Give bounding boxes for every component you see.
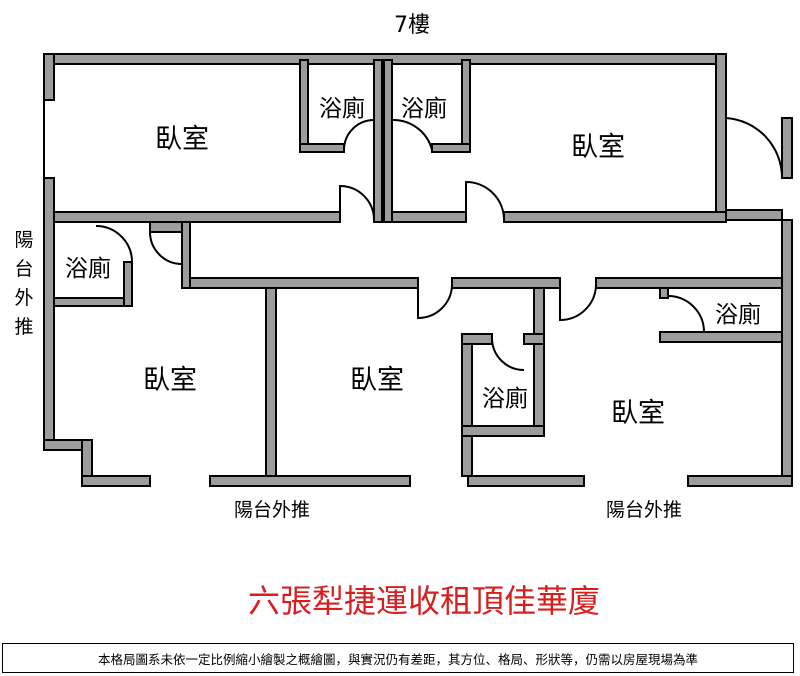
balcony-label-bottom-right: 陽台外推 <box>606 499 682 521</box>
bath-label-top-b: 浴廁 <box>401 96 447 122</box>
balcony-label-left: 陽台外推 <box>14 229 33 338</box>
disclaimer-box: 本格局圖系未依一定比例縮小繪製之概繪圖，與實況仍有差距，其方位、格局、形狀等，仍… <box>2 643 794 673</box>
balcony-label-left-char: 外 <box>14 287 33 309</box>
bedroom-label-bottom-right: 臥室 <box>611 398 665 429</box>
bedroom-label-bottom-left: 臥室 <box>143 365 197 396</box>
balcony-label-left-char: 推 <box>14 316 33 338</box>
bath-label-mid: 浴廁 <box>482 386 528 412</box>
floor-label: 7樓 <box>394 13 430 38</box>
bedroom-label-bottom-mid: 臥室 <box>350 365 404 396</box>
bedroom-label-top-right: 臥室 <box>571 132 625 163</box>
bath-label-top-a: 浴廁 <box>319 96 365 122</box>
interior-walls <box>53 59 783 477</box>
balcony-label-bottom-left: 陽台外推 <box>234 499 310 521</box>
disclaimer-text: 本格局圖系未依一定比例縮小繪製之概繪圖，與實況仍有差距，其方位、格局、形狀等，仍… <box>97 651 698 667</box>
bath-label-left: 浴廁 <box>65 256 111 282</box>
balcony-label-left-char: 陽 <box>14 229 33 251</box>
balcony-label-left-char: 台 <box>14 258 33 280</box>
floor-plan: 7樓 <box>14 13 793 620</box>
door-swings <box>43 100 784 371</box>
bath-label-right: 浴廁 <box>715 302 761 328</box>
property-title: 六張犁捷運收租頂佳華廈 <box>248 582 600 620</box>
bedroom-label-top-left: 臥室 <box>155 124 209 155</box>
